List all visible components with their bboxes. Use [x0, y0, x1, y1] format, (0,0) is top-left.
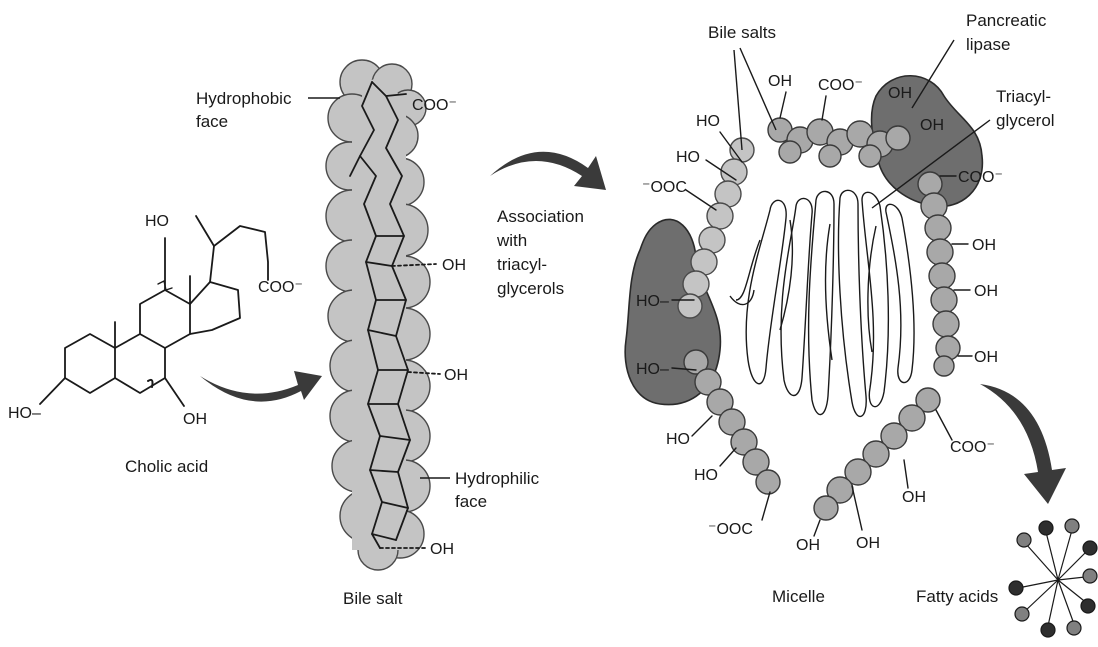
- micelle-ooc-lower: ⁻OOC: [708, 521, 753, 538]
- hydrophobic-face-label-2: face: [196, 112, 228, 131]
- micelle-oh-top-1: OH: [768, 73, 792, 90]
- hydrophilic-face-label-1: Hydrophilic: [455, 469, 540, 488]
- association-label-4: glycerols: [497, 279, 564, 298]
- association-label-2: with: [496, 231, 527, 250]
- triacylglycerol-label-2: glycerol: [996, 111, 1055, 130]
- bile-salt-oh-3: OH: [430, 541, 454, 558]
- bile-salt-oh-2: OH: [444, 367, 468, 384]
- cholic-3-oh: HO–: [8, 405, 41, 422]
- arrow-icon: [490, 152, 606, 190]
- triacylglycerol-label-1: Triacyl-: [996, 87, 1051, 106]
- micelle-ho-dark-2: HO–: [636, 361, 669, 378]
- micelle-oh-bottom-1: OH: [796, 537, 820, 554]
- hydrophilic-face-label-2: face: [455, 492, 487, 511]
- pancreatic-lipase-label-2: lipase: [966, 35, 1010, 54]
- micelle-label: Micelle: [772, 587, 825, 606]
- association-label-3: triacyl-: [497, 255, 547, 274]
- micelle-oh-right-2: OH: [974, 283, 998, 300]
- bile-salt-coo: COO⁻: [412, 97, 457, 114]
- bile-salt-oh-1: OH: [442, 257, 466, 274]
- arrow-icon: [200, 371, 322, 402]
- cholic-coo: COO⁻: [258, 279, 303, 296]
- micelle-oh-right-3: OH: [974, 349, 998, 366]
- micelle-coo-right: COO⁻: [958, 169, 1003, 186]
- pancreatic-lipase-label-1: Pancreatic: [966, 11, 1047, 30]
- micelle: [625, 40, 990, 536]
- micelle-ho-lower-2: HO: [694, 467, 718, 484]
- micelle-oh-bottom-3: OH: [902, 489, 926, 506]
- micelle-oh-lipase-2: OH: [920, 117, 944, 134]
- micelle-oh-lipase-1: OH: [888, 85, 912, 102]
- micelle-ho-2: HO: [676, 149, 700, 166]
- micelle-ho-dark-1: HO–: [636, 293, 669, 310]
- micelle-oh-bottom-2: OH: [856, 535, 880, 552]
- bile-salts-label: Bile salts: [708, 23, 776, 42]
- micelle-ho-lower-1: HO: [666, 431, 690, 448]
- hydrophobic-face-label-1: Hydrophobic: [196, 89, 292, 108]
- fatty-acids-label: Fatty acids: [916, 587, 998, 606]
- micelle-coo-bottom: COO⁻: [950, 439, 995, 456]
- micelle-ho-1: HO: [696, 113, 720, 130]
- micelle-ooc-1: ⁻OOC: [642, 179, 687, 196]
- cholic-12-oh: HO: [145, 213, 169, 230]
- cholic-acid-label: Cholic acid: [125, 457, 208, 476]
- micelle-oh-right-1: OH: [972, 237, 996, 254]
- bile-salt-label: Bile salt: [343, 589, 403, 608]
- micelle-coo-top: COO⁻: [818, 77, 863, 94]
- cholic-7-oh: OH: [183, 411, 207, 428]
- fatty-acids-starburst: [1009, 519, 1097, 637]
- association-label-1: Association: [497, 207, 584, 226]
- bile-salt-model: [326, 60, 440, 570]
